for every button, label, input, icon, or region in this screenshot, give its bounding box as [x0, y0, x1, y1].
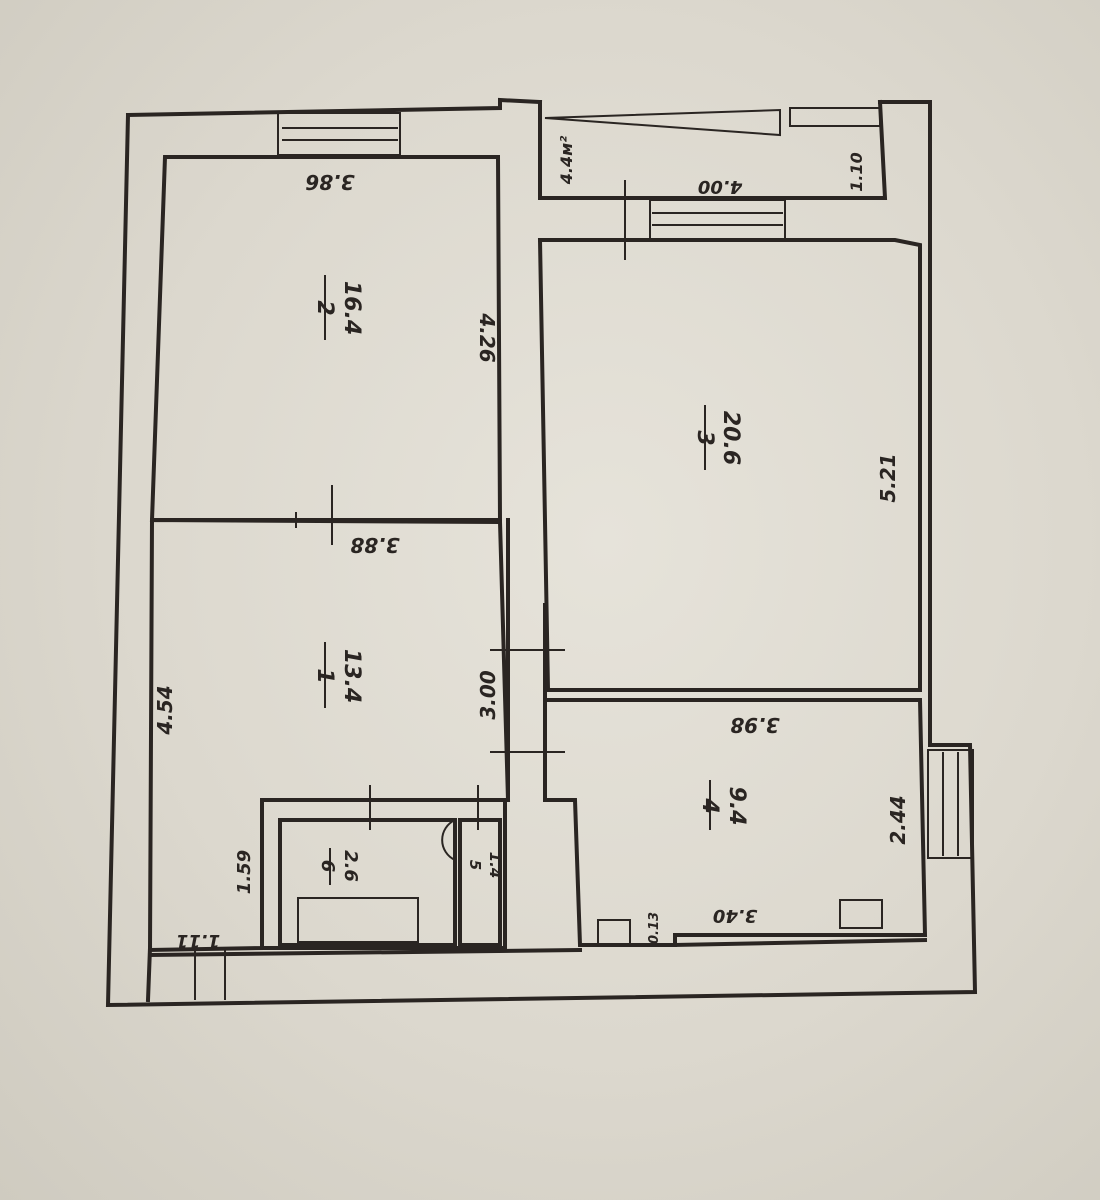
kitchen-sink: [597, 919, 631, 946]
dim-balcony-length: 4.00: [698, 176, 743, 197]
dim-room-2-length: 4.26: [475, 312, 499, 362]
room-6-number: 6: [317, 860, 338, 873]
outer-wall-top-left: [125, 97, 543, 118]
dim-balcony-width: 1.10: [847, 152, 866, 191]
dim-room-4-offset: 0.13: [647, 912, 662, 944]
room-6-area: 2.6: [340, 850, 361, 882]
room-6-outline: [278, 818, 457, 947]
balcony-area: 4.4м²: [557, 136, 576, 185]
stove: [839, 899, 883, 929]
dim-room-4-bottom: 3.40: [713, 905, 757, 926]
window-room-4: [927, 749, 974, 859]
dim-room-1-length: 4.54: [153, 685, 177, 735]
room-5-number: 5: [466, 860, 484, 870]
window-room-2: [277, 112, 401, 156]
bathtub: [297, 897, 419, 943]
dim-hall: 1.59: [234, 850, 255, 894]
room-4-number: 4: [697, 797, 722, 813]
dim-room-4-width: 3.98: [730, 713, 779, 737]
dim-corridor-length: 3.00: [476, 670, 500, 719]
room-2-area: 16.4: [339, 281, 364, 335]
window-room-3: [649, 199, 786, 241]
outer-wall-right: [105, 100, 978, 1008]
balcony-door-swing: [544, 108, 781, 137]
room-4-area: 9.4: [724, 787, 749, 826]
dim-room-2-width: 3.86: [305, 170, 354, 194]
room-4-outline: [543, 698, 928, 947]
balcony-outline: [538, 99, 888, 200]
room-1-number: 1: [312, 668, 337, 683]
dim-room-4-length: 2.44: [886, 795, 910, 844]
dim-hall-width: 1.11: [176, 930, 220, 951]
room-3-outline: [537, 237, 922, 692]
room-5-area: 1.4: [486, 852, 504, 879]
room-3-number: 3: [692, 430, 717, 445]
balcony-door: [789, 107, 881, 127]
sink: [441, 819, 456, 861]
room-1-area: 13.4: [339, 649, 364, 703]
dim-room-3-length: 5.21: [876, 453, 900, 502]
room-3-area: 20.6: [718, 411, 743, 465]
room-2-number: 2: [312, 300, 337, 315]
dim-room-1-width: 3.88: [350, 533, 399, 557]
room-5-outline: [458, 818, 502, 947]
